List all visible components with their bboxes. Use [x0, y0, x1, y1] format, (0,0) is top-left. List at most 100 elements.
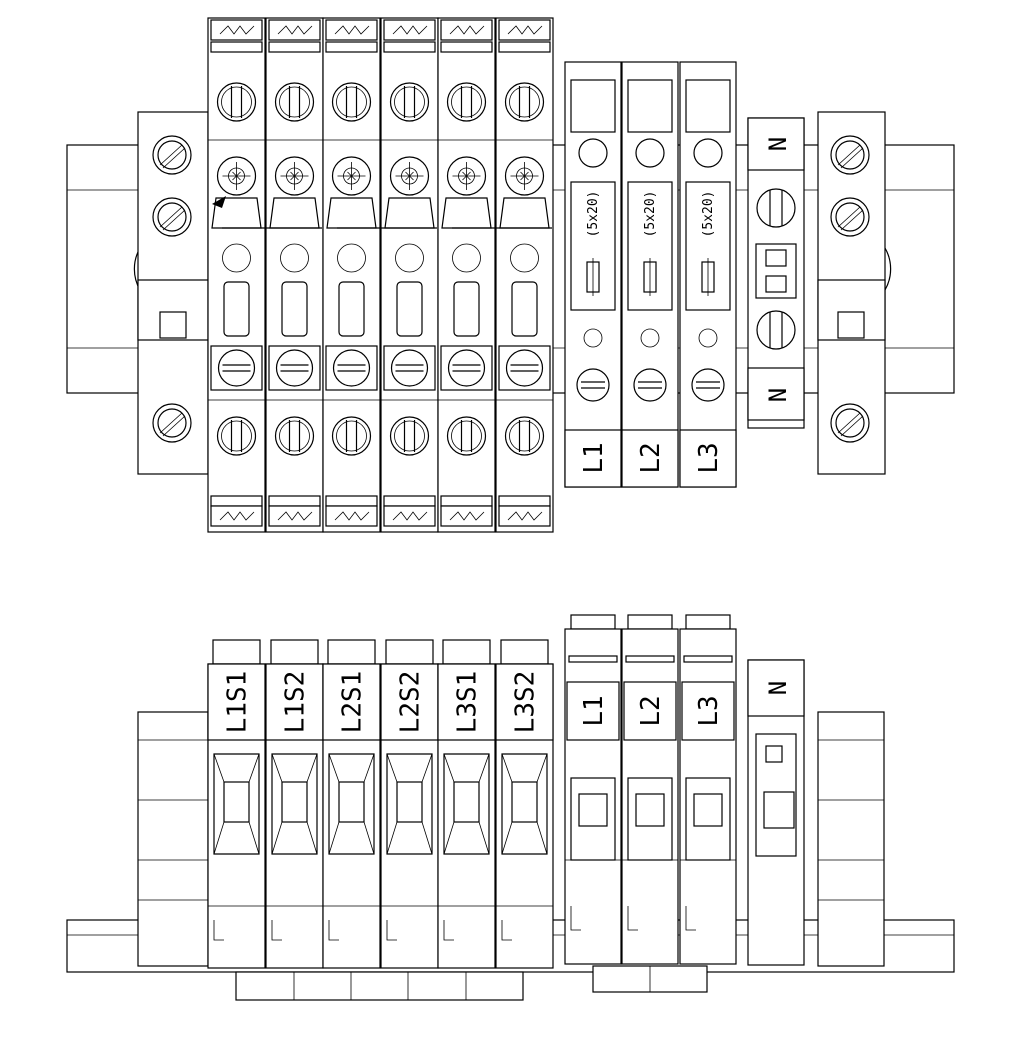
neutral-terminal-front: N	[747, 659, 805, 966]
fuse-terminal-top: (5x20) L3	[679, 61, 737, 488]
phase-label-front: L3	[694, 695, 724, 726]
screw-icon	[389, 82, 430, 122]
ct-label-front: L1S2	[281, 671, 311, 734]
screw-icon	[274, 416, 315, 456]
ct-label-front: L1S1	[223, 671, 253, 734]
screw-icon	[693, 138, 723, 168]
rail-feet	[235, 965, 708, 1001]
ct-terminal-front: L1S2	[265, 639, 324, 969]
screw-icon	[275, 349, 314, 387]
label-marker	[380, 663, 439, 741]
front-view: L1S1 L1S2 L2S1 L2S2 L3S1 L3S2 L1 L2 L3 N	[66, 614, 955, 1001]
screw-icon	[217, 349, 256, 387]
ct-terminals-top	[207, 17, 554, 533]
end-clamp-front-right	[817, 711, 885, 967]
screw-icon	[691, 368, 725, 402]
screw-icon	[635, 138, 665, 168]
screw-icon	[216, 416, 257, 456]
ct-terminal-front: L3S1	[437, 639, 496, 969]
screw-icon	[504, 416, 545, 456]
ct-label-front: L3S2	[511, 671, 541, 734]
ct-terminals-front: L1S1 L1S2 L2S1 L2S2 L3S1 L3S2	[207, 639, 554, 969]
label-marker	[265, 663, 324, 741]
phase-label-top: L2	[636, 442, 666, 473]
fuse-cap	[685, 79, 731, 133]
screw-icon	[446, 416, 487, 456]
ct-terminal-top	[437, 17, 496, 533]
fuse-terminal-top: (5x20) L2	[621, 61, 679, 488]
fuse-cap	[627, 79, 673, 133]
fuse-terminal-front: L1	[564, 614, 622, 965]
label-marker	[495, 663, 554, 741]
phase-label-front: L2	[636, 695, 666, 726]
disconnect-slider	[441, 197, 492, 229]
arrow-icon	[212, 196, 226, 208]
fuse-rating: (5x20)	[586, 191, 601, 238]
label-marker	[207, 663, 266, 741]
ct-terminal-top	[265, 17, 324, 533]
fuse-terminal-top: (5x20) L1	[564, 61, 622, 488]
disconnect-slider	[499, 197, 550, 229]
ct-label-front: L2S2	[396, 671, 426, 734]
screw-icon	[505, 349, 544, 387]
screw-icon	[576, 368, 610, 402]
phase-marker	[566, 681, 620, 741]
phase-marker	[564, 429, 622, 488]
ct-terminal-front: L2S1	[322, 639, 381, 969]
screw-icon	[446, 82, 487, 122]
screw-icon	[633, 368, 667, 402]
label-marker	[322, 663, 381, 741]
neutral-label-bottom: N	[764, 388, 792, 402]
marker-strip	[325, 505, 378, 527]
indicator-icon	[640, 328, 660, 348]
neutral-label-top: N	[764, 137, 792, 151]
screw-icon	[389, 416, 430, 456]
end-clamp-left	[137, 111, 209, 475]
phase-label-top: L1	[579, 442, 609, 473]
fuse-rating: (5x20)	[701, 191, 716, 238]
marker-strip	[210, 505, 263, 527]
screw-icon	[216, 82, 257, 122]
disconnect-slider	[269, 197, 320, 229]
ct-label-front: L2S1	[338, 671, 368, 734]
screw-icon	[274, 82, 315, 122]
ct-terminal-top	[380, 17, 439, 533]
phase-label-front: L1	[579, 695, 609, 726]
end-clamp-front-left	[137, 711, 209, 967]
ct-label-front: L3S1	[453, 671, 483, 734]
fuse-terminal-front: L2	[621, 614, 679, 965]
phase-marker	[681, 681, 735, 741]
screw-icon	[332, 349, 371, 387]
ct-terminal-top	[207, 17, 266, 533]
disconnect-slider	[326, 197, 377, 229]
marker-strip	[498, 505, 551, 527]
label-marker	[437, 663, 496, 741]
indicator-icon	[698, 328, 718, 348]
screw-icon	[447, 349, 486, 387]
neutral-label-front: N	[764, 681, 792, 695]
fuse-rating: (5x20)	[643, 191, 658, 238]
screw-icon	[504, 82, 545, 122]
indicator-icon	[583, 328, 603, 348]
fuse-terminals-front: L1 L2 L3	[564, 614, 737, 965]
screw-icon	[331, 416, 372, 456]
top-view: (5x20) L1 (5x20) L2 (5x20) L3 N N	[66, 17, 955, 533]
marker-strip	[268, 505, 321, 527]
screw-icon	[331, 82, 372, 122]
end-clamp-right	[817, 111, 886, 475]
marker-strip	[440, 505, 493, 527]
marker-strip	[383, 505, 436, 527]
fuse-terminals-top: (5x20) L1 (5x20) L2 (5x20) L3	[564, 61, 737, 488]
fuse-terminal-front: L3	[679, 614, 737, 965]
screw-icon	[578, 138, 608, 168]
neutral-terminal-top: N N	[747, 117, 805, 429]
phase-marker	[621, 429, 679, 488]
ct-terminal-front: L1S1	[207, 639, 266, 969]
phase-label-top: L3	[694, 442, 724, 473]
phase-marker	[679, 429, 737, 488]
disconnect-slider	[384, 197, 435, 229]
ct-terminal-top	[495, 17, 554, 533]
screw-icon	[390, 349, 429, 387]
ct-terminal-front: L3S2	[495, 639, 554, 969]
